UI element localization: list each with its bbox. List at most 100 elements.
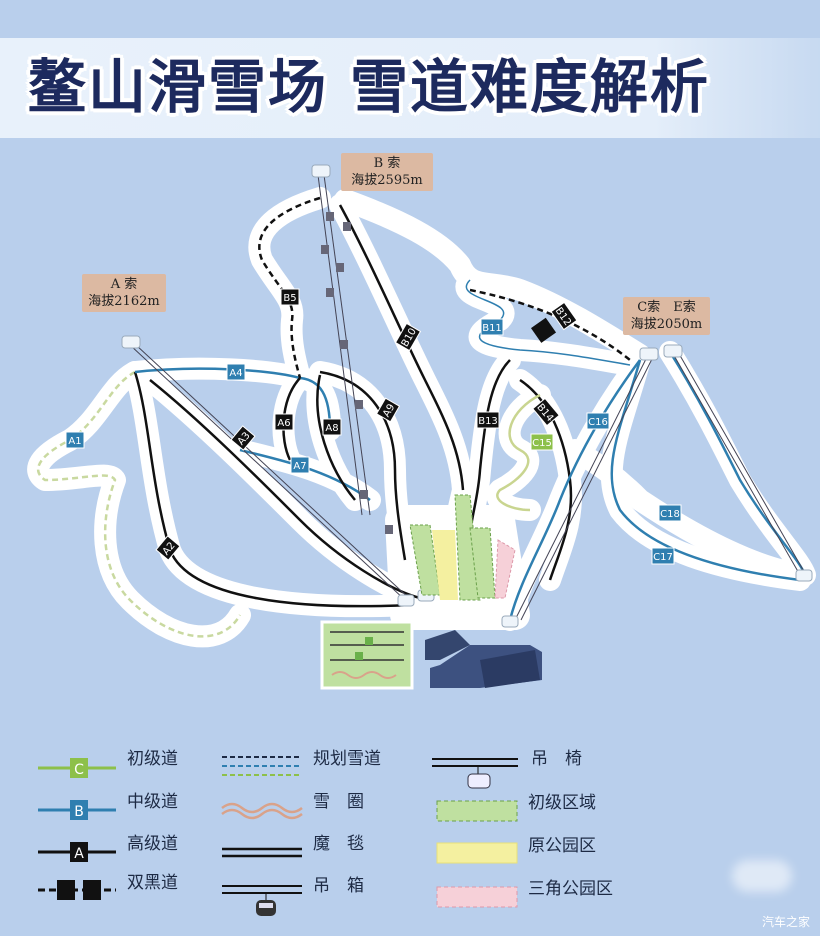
trail-badge-bg <box>274 413 294 431</box>
advanced-symbol <box>38 842 116 862</box>
magic-carpet-symbol <box>222 847 302 858</box>
page-title: 鳌山滑雪场雪道难度解析 <box>28 40 710 124</box>
trail-badge-a6[interactable]: A6 <box>274 413 294 431</box>
blur-overlay <box>732 860 792 892</box>
trail-label: B13 <box>478 416 498 427</box>
trail-badge-c15[interactable]: C15 <box>530 433 554 451</box>
trail-badge-bg <box>532 397 560 427</box>
title-banner <box>0 38 820 138</box>
legend-double-black-label: 双黑道 <box>127 872 178 893</box>
legend-planned-label: 规划雪道 <box>313 748 381 769</box>
base-area <box>320 494 542 690</box>
trail-label: C16 <box>588 417 608 428</box>
legend-beginner-area-label: 初级区域 <box>528 792 596 813</box>
trail-badge-a9[interactable]: A9 <box>375 397 401 423</box>
trail-badge-a8[interactable]: A8 <box>322 418 342 436</box>
intermediate-badge: B <box>74 804 84 820</box>
trail-badge-bg <box>550 301 578 331</box>
trail-badge-bg <box>375 397 401 423</box>
trail-badge-bg <box>322 418 342 436</box>
trail-badge-bg <box>155 535 181 561</box>
trail-badge-bg <box>530 433 554 451</box>
planned-trail-symbol <box>222 756 302 776</box>
chairlift-symbol <box>432 758 518 789</box>
trail-badge-b11[interactable]: B11 <box>480 318 504 336</box>
trail-badge-a7[interactable]: A7 <box>290 456 310 474</box>
trail-badge-c17[interactable]: C17 <box>651 547 675 565</box>
trail-badge-a2[interactable]: A2 <box>155 535 181 561</box>
lift-base-station <box>795 569 813 582</box>
lift-a-top-station <box>121 335 141 349</box>
trail-badge-c16[interactable]: C16 <box>586 412 610 430</box>
trail-label: A8 <box>325 423 338 434</box>
watermark: 汽车之家 <box>761 915 810 929</box>
lift-a-altitude: 海拔2162m <box>88 294 160 309</box>
double-black-symbol <box>38 880 116 900</box>
legend-magic-carpet-label: 魔 毯 <box>313 833 364 854</box>
lift-base-station <box>397 594 415 607</box>
trail-badge-a4[interactable]: A4 <box>226 363 246 381</box>
lift-a-info: A 索 海拔2162m <box>82 274 166 312</box>
legend-gondola-label: 吊 箱 <box>313 875 364 896</box>
lift-ce-altitude: 海拔2050m <box>630 317 703 332</box>
lift-b-name: B 索 <box>373 156 401 171</box>
trail-label: A4 <box>229 368 242 379</box>
trail-badge-bg <box>480 318 504 336</box>
lift-cabin-icon-b <box>343 222 351 231</box>
trail-badge-b10[interactable]: B10 <box>394 322 422 352</box>
trail-badge-a1[interactable]: A1 <box>65 431 85 449</box>
trail-badge-b12[interactable]: B12 <box>530 301 578 344</box>
trail-label: B11 <box>482 323 502 334</box>
intermediate-symbol <box>38 800 116 820</box>
title-resort: 鳌山滑雪场 <box>28 53 329 121</box>
trail-label: A6 <box>277 418 290 429</box>
trail-badge-bg <box>230 425 256 451</box>
trail-badge-b5[interactable]: B5 <box>280 288 300 306</box>
legend-old-park-label: 原公园区 <box>528 835 596 856</box>
trail-badge-bg <box>476 411 500 429</box>
beginner-symbol <box>38 758 116 778</box>
trail-badge-bg <box>226 363 246 381</box>
title-subject: 雪道难度解析 <box>350 53 711 121</box>
trail-lines <box>36 196 807 638</box>
advanced-badge: A <box>74 846 84 862</box>
gondola-cabins <box>321 212 393 534</box>
lift-a-name: A 索 <box>110 277 138 292</box>
beginner-area-symbol <box>436 800 518 822</box>
trail-badge-bg <box>658 504 682 522</box>
trail-badge-bg <box>394 322 422 352</box>
trail-badge-bg <box>651 547 675 565</box>
lift-c-top-station <box>639 347 659 361</box>
lift-e-top-station <box>663 344 683 358</box>
trail-badge-bg <box>65 431 85 449</box>
tubing-symbol <box>221 802 303 820</box>
trail-badge-c18[interactable]: C18 <box>658 504 682 522</box>
lift-b-info: B 索 海拔2595m <box>341 153 433 191</box>
lift-b-altitude: 海拔2595m <box>351 173 423 188</box>
trail-label: A7 <box>293 461 306 472</box>
lift-ce-info: C索 E索 海拔2050m <box>623 297 710 335</box>
trail-badge-bg <box>280 288 300 306</box>
legend-beginner-label: 初级道 <box>127 748 178 769</box>
trail-label: C17 <box>653 552 673 563</box>
triangle-park-symbol <box>436 886 518 908</box>
trail-badge-bg <box>586 412 610 430</box>
lift-b-top-station <box>311 164 331 178</box>
trail-label: A1 <box>68 436 81 447</box>
lift-ce-name: C索 E索 <box>637 300 696 315</box>
trail-label: C18 <box>660 509 680 520</box>
legend-triangle-park-label: 三角公园区 <box>528 878 613 899</box>
gondola-symbol <box>222 885 302 916</box>
lift-lines <box>129 174 807 621</box>
legend-tubing-label: 雪 圈 <box>313 791 364 812</box>
trail-label: B5 <box>283 293 296 304</box>
trail-badge-b13[interactable]: B13 <box>476 411 500 429</box>
legend-intermediate-label: 中级道 <box>127 791 178 812</box>
trail-badge-bg <box>290 456 310 474</box>
lift-base-station <box>501 615 519 628</box>
legend-chairlift-label: 吊 椅 <box>531 748 582 769</box>
trail-badge-a3[interactable]: A3 <box>230 425 256 451</box>
